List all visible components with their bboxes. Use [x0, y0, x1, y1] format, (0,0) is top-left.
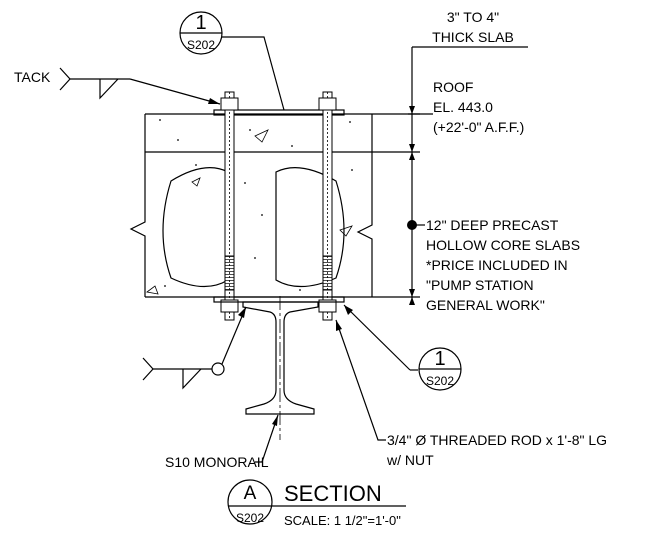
tack-weld-symbol: TACK: [14, 67, 221, 105]
weld-tail-lower: [142, 357, 154, 381]
precast-line3: *PRICE INCLUDED IN: [426, 257, 568, 273]
hollow-core-left: [162, 167, 229, 288]
precast-line2: HOLLOW CORE SLABS: [426, 237, 580, 253]
slab-note-line1: 3" TO 4": [447, 9, 499, 25]
precast-slab-note: 12" DEEP PRECAST HOLLOW CORE SLABS *PRIC…: [407, 217, 580, 313]
callout-top-leader: [222, 36, 285, 111]
section-tag-letter: A: [244, 483, 257, 504]
threaded-rod-right: [318, 91, 337, 321]
nut-top-right: [318, 97, 337, 111]
callout-bubble-top: 1 S202: [179, 11, 285, 111]
rod-note-line1: 3/4" Ø THREADED ROD x 1'-8" LG: [387, 432, 607, 448]
slab-thickness-note: 3" TO 4" THICK SLAB: [372, 9, 528, 305]
fillet-weld-icon: [99, 78, 119, 100]
section-title: SECTION: [284, 481, 382, 506]
weld-all-around-symbol: [142, 306, 247, 390]
rod-note-line2: w/ NUT: [386, 452, 434, 468]
precast-line5: GENERAL WORK": [426, 297, 545, 313]
callout-bubble-right: 1 S202: [343, 304, 462, 391]
precast-line1: 12" DEEP PRECAST: [426, 217, 559, 233]
stipple-dots: [159, 119, 353, 291]
roof-elevation-note: ROOF EL. 443.0 (+22'-0" A.F.F.): [408, 79, 524, 135]
precast-slab: [129, 113, 373, 298]
section-title-block: A S202 SECTION SCALE: 1 1/2"=1'-0": [227, 479, 406, 528]
right-break-line: [356, 114, 373, 297]
aggregate-mark: [254, 129, 269, 143]
weld-leader: [129, 78, 221, 105]
nut-bottom-left: [220, 299, 239, 313]
monorail-leader: [255, 414, 279, 463]
weld-tail: [59, 67, 71, 91]
callout-right-leader: [343, 304, 411, 371]
precast-line4: "PUMP STATION: [426, 277, 534, 293]
hollow-core-right: [275, 167, 345, 288]
aggregate-mark: [191, 177, 201, 187]
threaded-rod-note: 3/4" Ø THREADED ROD x 1'-8" LG w/ NUT: [335, 319, 607, 468]
s10-monorail-beam: [242, 296, 319, 440]
weld-label: TACK: [14, 69, 51, 85]
top-bearing-plate: [213, 109, 345, 116]
rod-leader: [335, 319, 386, 441]
weld-all-around-icon: [211, 362, 225, 376]
section-scale: SCALE: 1 1/2"=1'-0": [284, 513, 401, 528]
callout-right-sheet: S202: [426, 374, 454, 388]
callout-top-number: 1: [195, 12, 206, 34]
nut-bottom-right: [318, 299, 337, 313]
nut-top-left: [220, 97, 239, 111]
section-tag-sheet: S202: [236, 511, 264, 525]
callout-top-sheet: S202: [187, 38, 215, 52]
aggregate-mark: [339, 225, 353, 237]
section-tag-bubble: [227, 479, 273, 525]
callout-right-number: 1: [434, 348, 445, 370]
elevation-line2: EL. 443.0: [433, 99, 493, 115]
monorail-note: S10 MONORAIL: [165, 414, 279, 470]
slab-note-line2: THICK SLAB: [432, 29, 514, 45]
threaded-rod-left: [220, 91, 239, 321]
left-break-line: [129, 114, 146, 297]
elevation-line1: ROOF: [433, 79, 473, 95]
elevation-line3: (+22'-0" A.F.F.): [433, 119, 524, 135]
fillet-weld-icon: [182, 368, 202, 390]
aggregate-mark: [146, 285, 159, 295]
monorail-label: S10 MONORAIL: [165, 454, 269, 470]
